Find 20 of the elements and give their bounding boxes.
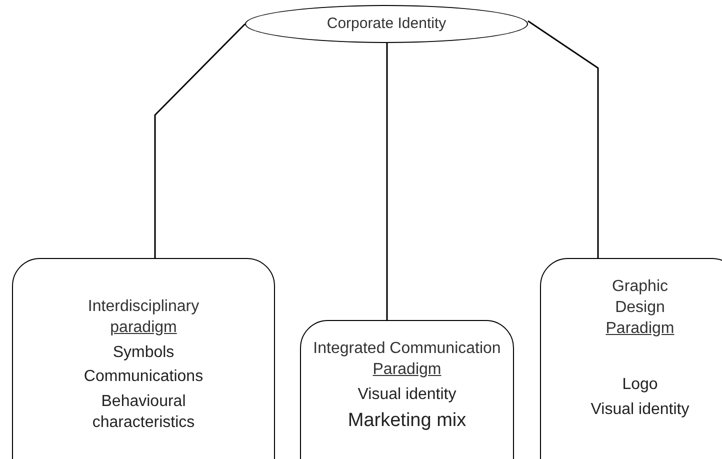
box-item: Behavioural characteristics — [91, 392, 196, 433]
box-heading: Paradigm — [372, 360, 442, 380]
rounded-box — [300, 320, 514, 459]
box-heading: Graphic Design — [610, 277, 670, 318]
box-item: Communications — [84, 367, 204, 388]
connector-line — [528, 20, 599, 258]
box-heading: Paradigm — [606, 318, 674, 339]
rounded-box — [540, 258, 722, 459]
box-heading: Integrated Communication — [313, 339, 501, 359]
box-item: Visual identity — [358, 384, 456, 405]
box-heading: Interdisciplinary — [88, 297, 200, 317]
box-heading: paradigm — [110, 318, 177, 338]
box-item: Symbols — [112, 342, 174, 363]
box-item: Logo — [622, 375, 658, 396]
connector-line — [154, 23, 246, 258]
box-item: Visual identity — [590, 400, 690, 420]
rounded-box — [12, 258, 275, 459]
box-item: Marketing mix — [348, 409, 466, 434]
node-title: Corporate Identity — [326, 14, 446, 34]
connector-line — [386, 43, 388, 320]
